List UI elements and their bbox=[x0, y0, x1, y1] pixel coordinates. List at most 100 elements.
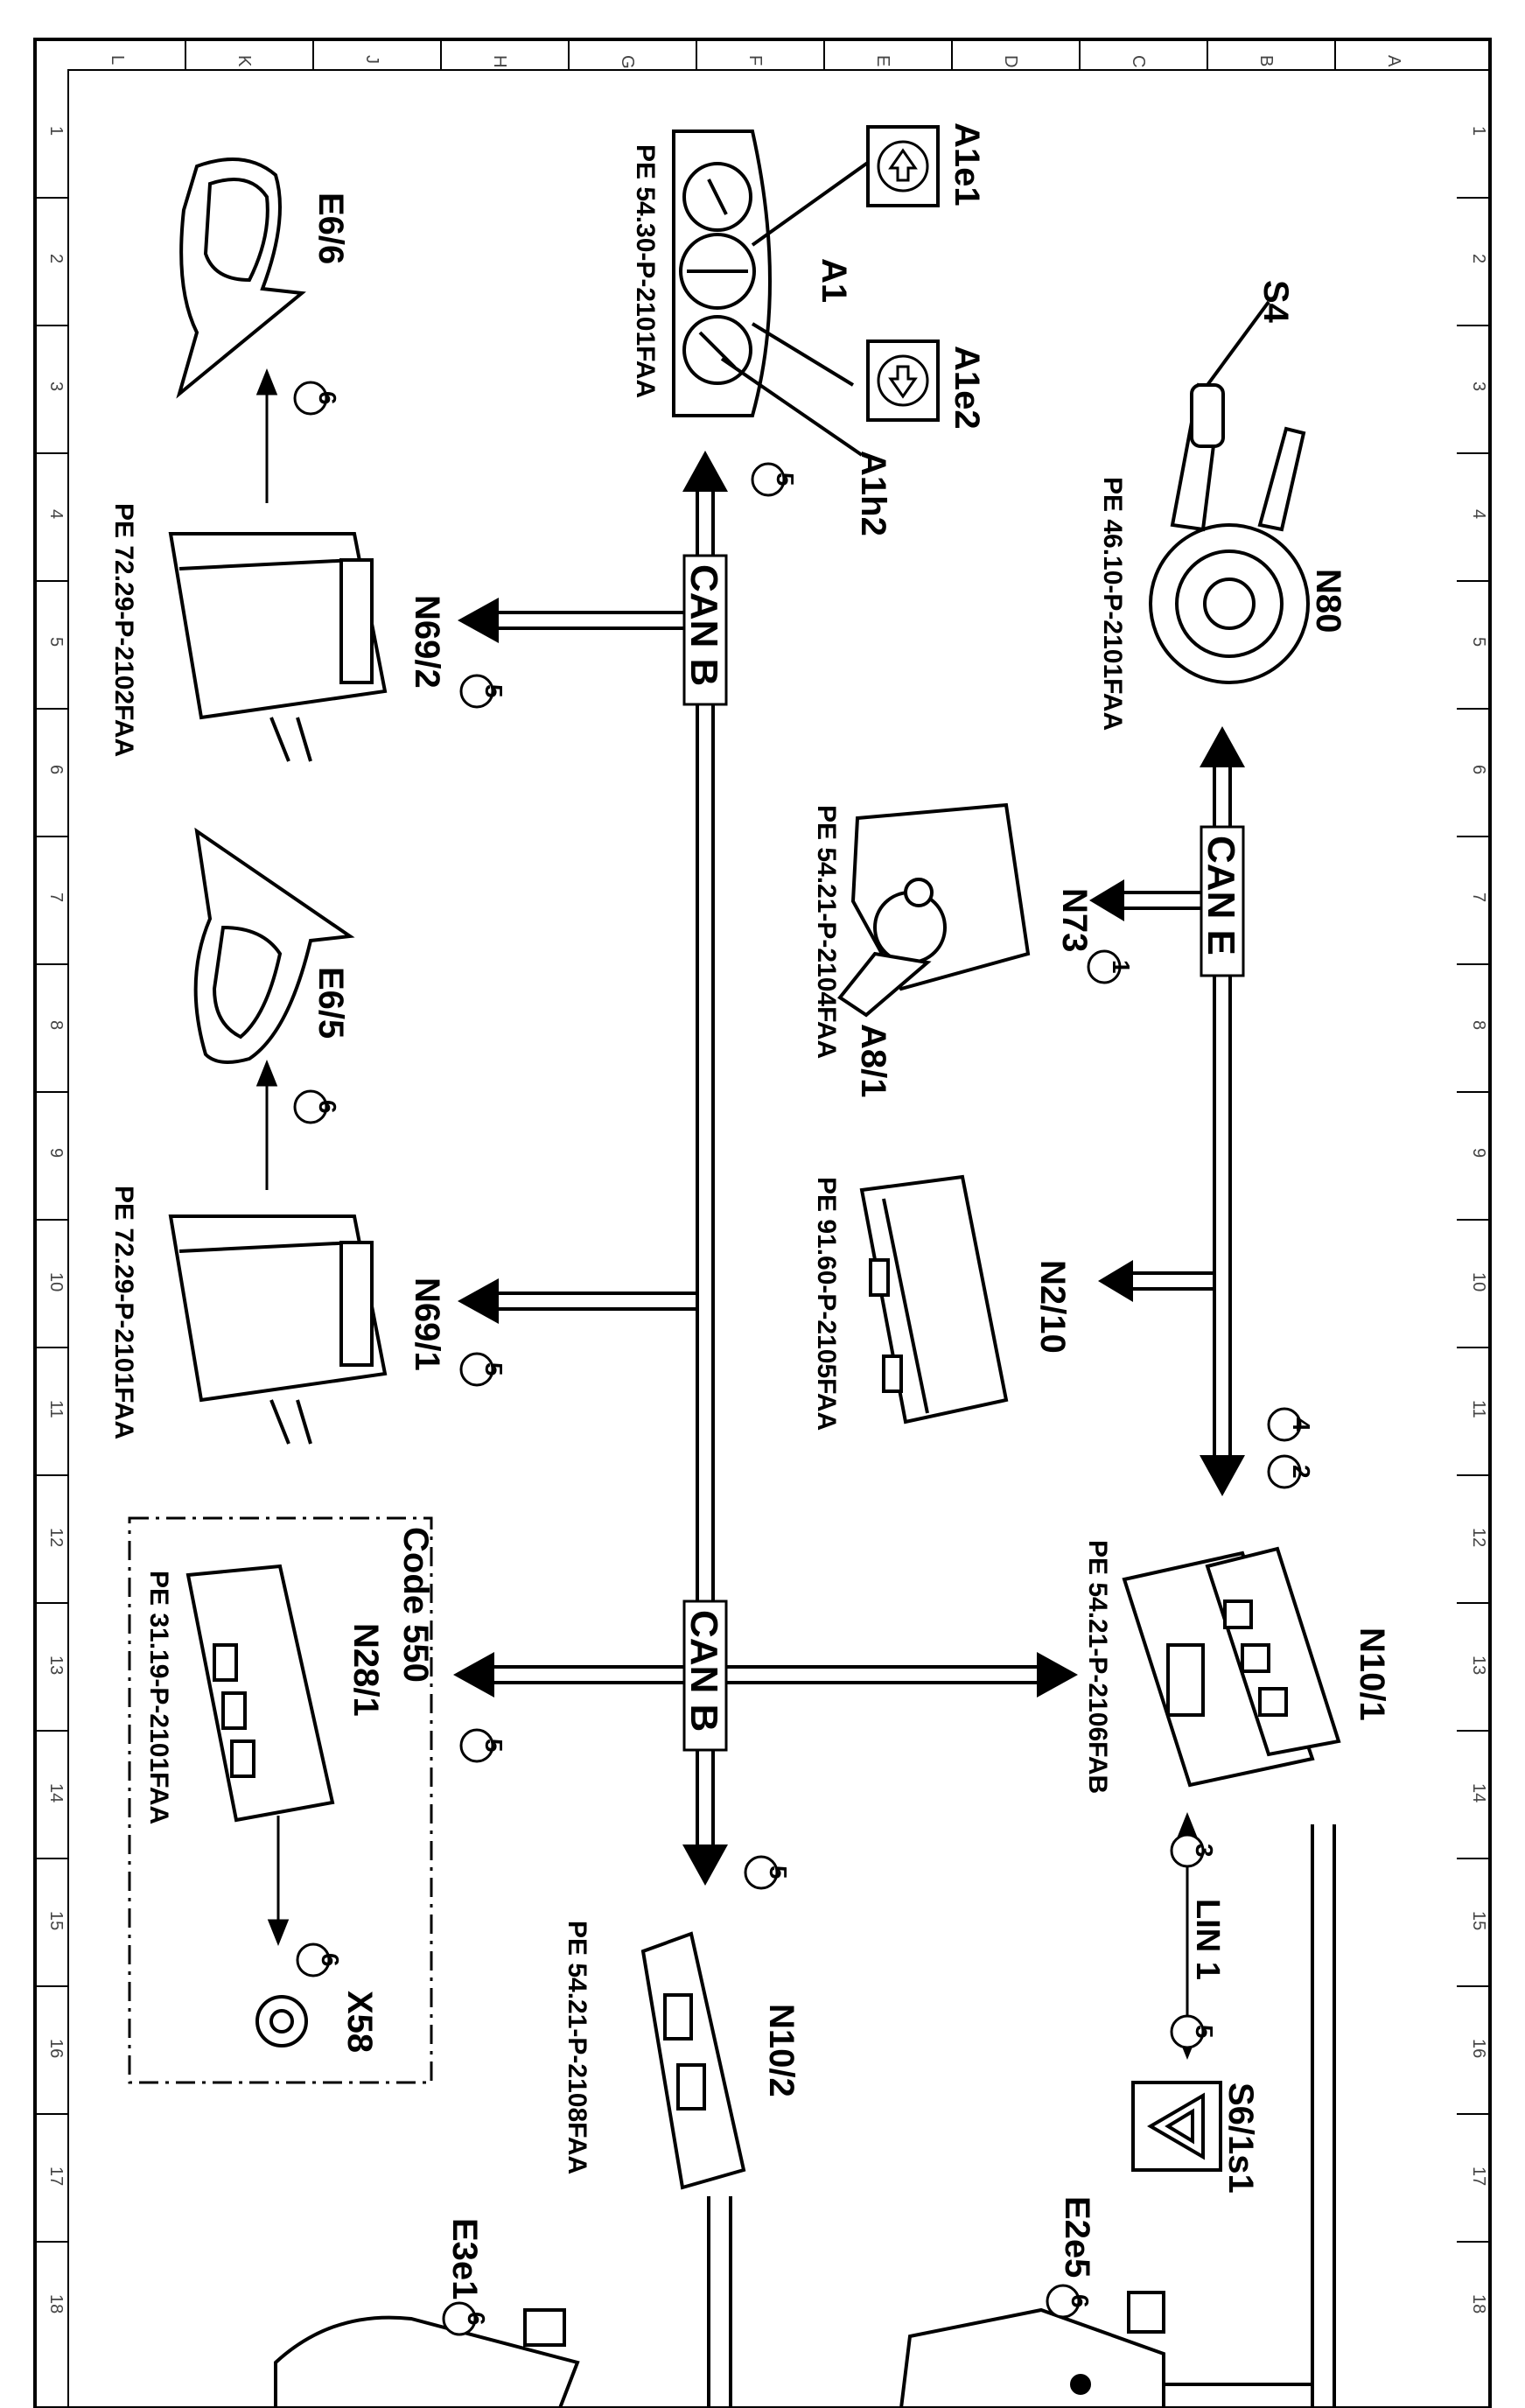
label-n69-1: N69/1 bbox=[408, 1278, 446, 1371]
grid-row-7-left: 7 bbox=[46, 892, 66, 902]
grid-row-2-right: 2 bbox=[1469, 254, 1488, 263]
a1e1-indicator-icon bbox=[866, 125, 940, 207]
grid-row-6-left: 6 bbox=[46, 765, 66, 774]
ref-n10-1: PE 54.21-P-2106FAB bbox=[1083, 1540, 1112, 1794]
circle-3-lin: 3 bbox=[1191, 1844, 1218, 1858]
grid-row-13-right: 13 bbox=[1469, 1656, 1488, 1675]
can-b-label-top-text: CAN B bbox=[682, 564, 725, 686]
circle-5-n69-2: 5 bbox=[480, 684, 507, 698]
label-a1e1: A1e1 bbox=[948, 122, 986, 206]
label-a8-1: A8/1 bbox=[854, 1024, 892, 1098]
sam-n10-1-icon bbox=[1122, 1546, 1341, 1788]
grid-row-7-right: 7 bbox=[1469, 892, 1488, 902]
circled-number-labels: 5 5 6 1 4 2 6 5 5 5 3 5 6 6 6 bbox=[314, 391, 1315, 2326]
grid-row-18-right: 18 bbox=[1469, 2294, 1488, 2314]
grid-row-5-left: 5 bbox=[46, 637, 66, 647]
grid-col-d: D bbox=[1001, 55, 1020, 67]
label-n10-1: N10/1 bbox=[1353, 1628, 1391, 1721]
hazard-switch-s6-1s1-icon bbox=[1131, 2081, 1222, 2172]
label-n73: N73 bbox=[1055, 888, 1094, 952]
a1e2-indicator-icon bbox=[866, 340, 940, 422]
label-n28-1: N28/1 bbox=[346, 1623, 385, 1717]
circle-5-n69-1: 5 bbox=[480, 1362, 507, 1376]
grid-row-15-left: 15 bbox=[46, 1911, 66, 1930]
grid-row-17-left: 17 bbox=[46, 2166, 66, 2186]
label-a1e2: A1e2 bbox=[948, 346, 986, 430]
grid-row-6-right: 6 bbox=[1469, 765, 1488, 774]
grid-row-3-left: 3 bbox=[46, 382, 66, 391]
circle-6-x58: 6 bbox=[317, 1953, 344, 1967]
circle-5-a1: 5 bbox=[772, 472, 799, 486]
grid-row-18-left: 18 bbox=[46, 2294, 66, 2314]
grid-row-13-left: 13 bbox=[46, 1656, 66, 1675]
grid-col-h: H bbox=[490, 55, 509, 67]
ref-n69-1: PE 72.29-P-2101FAA bbox=[109, 1186, 138, 1439]
circle-6-e6-6: 6 bbox=[314, 391, 341, 405]
can-e-label-text: CAN E bbox=[1200, 836, 1242, 956]
ref-a1: PE 54.30-P-2101FAA bbox=[631, 144, 660, 398]
grid-row-11-left: 11 bbox=[46, 1400, 66, 1418]
mirror-e6-5-icon bbox=[193, 827, 355, 1064]
grid-row-15-right: 15 bbox=[1469, 1911, 1488, 1930]
circle-2-n10-1: 2 bbox=[1288, 1465, 1315, 1479]
grid-col-c: C bbox=[1129, 55, 1148, 67]
label-e6-5: E6/5 bbox=[311, 967, 350, 1039]
grid-col-f: F bbox=[745, 55, 765, 66]
lin-continuation-lines bbox=[707, 1824, 1336, 2408]
label-e2e5: E2e5 bbox=[1058, 2196, 1096, 2278]
sheet-frame bbox=[33, 38, 1492, 2408]
grid-row-10-left: 10 bbox=[46, 1272, 66, 1292]
label-s4: S4 bbox=[1256, 280, 1295, 324]
steering-column-module-n80-icon bbox=[1149, 300, 1310, 684]
circle-6-e2e5: 6 bbox=[1067, 2294, 1094, 2308]
grid-row-12-left: 12 bbox=[46, 1528, 66, 1547]
label-a1h2: A1h2 bbox=[854, 451, 892, 536]
grid-row-16-left: 16 bbox=[46, 2039, 66, 2058]
can-b-bus bbox=[453, 451, 1078, 1886]
module-n2-10-icon bbox=[859, 1174, 1009, 1424]
grid-row-16-right: 16 bbox=[1469, 2039, 1488, 2058]
door-module-n69-2-icon bbox=[168, 532, 388, 762]
label-n80: N80 bbox=[1309, 569, 1347, 633]
circle-4-n10-1: 4 bbox=[1288, 1418, 1315, 1432]
can-e-bus bbox=[1089, 726, 1245, 1496]
grid-row-1-right: 1 bbox=[1469, 126, 1488, 136]
ref-n69-2: PE 72.29-P-2102FAA bbox=[109, 503, 138, 757]
grid-row-9-right: 9 bbox=[1469, 1148, 1488, 1158]
ignition-switch-n73-icon bbox=[837, 802, 1031, 1018]
label-n69-2: N69/2 bbox=[408, 595, 446, 689]
circle-5-n28-1: 5 bbox=[480, 1739, 507, 1753]
grid-column-headers: L K J H G F E D C B A bbox=[108, 39, 1403, 70]
instrument-cluster-a1-icon bbox=[672, 130, 877, 457]
label-s6-1s1: S6/1s1 bbox=[1221, 2082, 1260, 2194]
can-b-label-top: CAN B bbox=[682, 554, 728, 706]
circle-5-lin: 5 bbox=[1191, 2025, 1218, 2039]
can-e-label: CAN E bbox=[1200, 825, 1245, 977]
label-n10-2: N10/2 bbox=[762, 2004, 801, 2097]
label-code-550: Code 550 bbox=[396, 1527, 435, 1683]
grid-col-l: L bbox=[108, 55, 127, 65]
label-n2-10: N2/10 bbox=[1033, 1260, 1072, 1354]
grid-row-8-left: 8 bbox=[46, 1020, 66, 1030]
grid-row-4-left: 4 bbox=[46, 509, 66, 519]
grid-row-11-right: 11 bbox=[1469, 1400, 1488, 1418]
grid-row-5-right: 5 bbox=[1469, 637, 1488, 647]
rear-lamp-e3e1-icon bbox=[274, 2308, 580, 2408]
can-b-label-bottom-text: CAN B bbox=[682, 1610, 725, 1732]
grid-col-g: G bbox=[618, 55, 637, 69]
grid-row-8-right: 8 bbox=[1469, 1020, 1488, 1030]
grid-row-12-right: 12 bbox=[1469, 1528, 1488, 1547]
grid-row-3-right: 3 bbox=[1469, 382, 1488, 391]
ref-n73: PE 54.21-P-2104FAA bbox=[812, 805, 841, 1059]
grid-col-a: A bbox=[1384, 55, 1403, 67]
mirror-e6-6-icon bbox=[176, 158, 306, 399]
grid-col-j: J bbox=[362, 55, 381, 64]
front-lamp-e2e5-icon bbox=[899, 2291, 1165, 2408]
grid-row-4-right: 4 bbox=[1469, 509, 1488, 519]
mirror-arrows bbox=[255, 368, 290, 1947]
circle-6-e6-5: 6 bbox=[314, 1100, 341, 1114]
lin1-label: LIN 1 bbox=[1189, 1899, 1226, 1980]
ref-n10-2: PE 54.21-P-2108FAA bbox=[563, 1921, 591, 2174]
trailer-module-n28-1-icon bbox=[185, 1564, 335, 1823]
